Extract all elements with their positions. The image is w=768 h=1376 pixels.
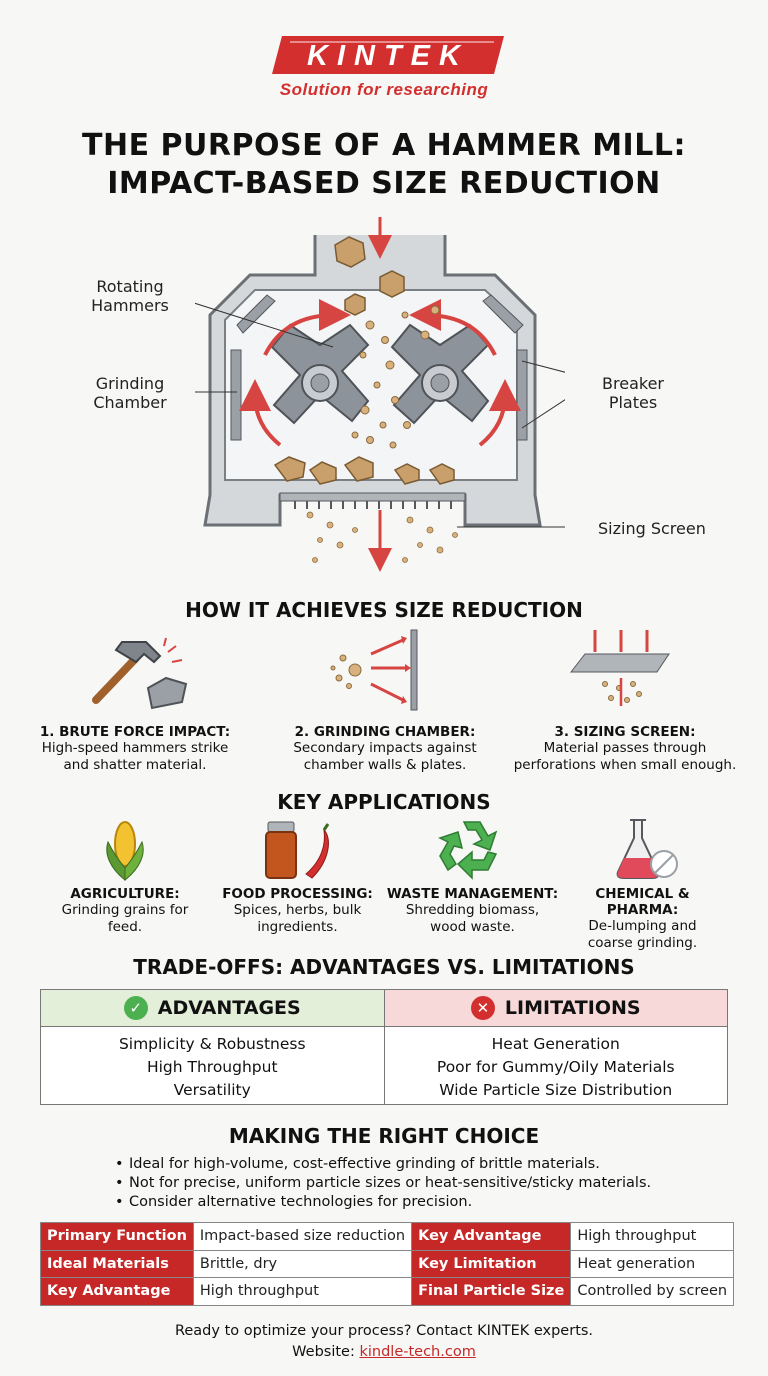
- choice-heading: MAKING THE RIGHT CHOICE: [228, 1124, 540, 1148]
- corn-icon: [106, 821, 144, 882]
- screen-icon: [569, 630, 670, 706]
- summary-table: Primary Function Impact-based size reduc…: [40, 1222, 735, 1306]
- check-circle-icon: ✓: [123, 996, 148, 1020]
- label-breaker-plates: Breaker Plates: [602, 374, 664, 412]
- recycle-icon: [438, 821, 498, 880]
- limitation-item: Wide Particle Size Distribution: [439, 1081, 673, 1099]
- bullet-item: Not for precise, uniform particle sizes …: [115, 1174, 651, 1193]
- hammer-rotor-right: [390, 323, 490, 425]
- breaker-plate-left: [230, 349, 242, 441]
- svg-text:KINTEK: KINTEK: [307, 40, 469, 72]
- step-grinding-chamber: 2. GRINDING CHAMBER: Secondary impacts a…: [293, 724, 477, 773]
- x-circle-icon: ✕: [470, 996, 495, 1020]
- limitation-item: Heat Generation: [491, 1035, 620, 1053]
- applications-heading: KEY APPLICATIONS: [277, 790, 491, 814]
- sizing-screen-grate: [279, 492, 466, 502]
- tagline: Solution for researching: [279, 80, 489, 99]
- kintek-logo: KINTEK: [272, 36, 504, 74]
- app-agriculture: AGRICULTURE: Grinding grains for feed.: [61, 886, 189, 935]
- hammer-rotor-left: [270, 323, 370, 425]
- advantage-item: High Throughput: [146, 1058, 278, 1076]
- spice-icon: [265, 821, 330, 879]
- liner-top-left: [236, 294, 276, 334]
- label-rotating-hammers: Rotating Hammers: [91, 277, 169, 315]
- advantage-item: Simplicity & Robustness: [118, 1035, 306, 1053]
- how-heading: HOW IT ACHIEVES SIZE REDUCTION: [185, 598, 583, 622]
- hammer-mill-diagram: [195, 217, 565, 572]
- page-title-line1: THE PURPOSE OF A HAMMER MILL:: [82, 128, 686, 163]
- flask-icon: [616, 819, 678, 879]
- page-title-line2: IMPACT-BASED SIZE REDUCTION: [107, 166, 661, 201]
- bullet-item: Consider alternative technologies for pr…: [115, 1193, 651, 1212]
- breaker-plate-right: [516, 349, 528, 441]
- app-food-processing: FOOD PROCESSING: Spices, herbs, bulk ing…: [222, 886, 373, 935]
- table-row: Primary Function Impact-based size reduc…: [40, 1222, 735, 1251]
- hammer-icon: [92, 637, 188, 710]
- footer-cta: Ready to optimize your process? Contact …: [174, 1323, 594, 1339]
- label-sizing-screen: Sizing Screen: [598, 519, 706, 538]
- advantages-header: ✓ ADVANTAGES: [41, 990, 384, 1027]
- choice-bullets: Ideal for high-volume, cost-effective gr…: [115, 1155, 651, 1212]
- table-row: Ideal Materials Brittle, dry Key Limitat…: [40, 1249, 735, 1278]
- bullet-item: Ideal for high-volume, cost-effective gr…: [115, 1155, 651, 1174]
- step-brute-force: 1. BRUTE FORCE IMPACT: High-speed hammer…: [39, 724, 231, 773]
- advantages-column: ✓ ADVANTAGES Simplicity & Robustness Hig…: [41, 990, 384, 1104]
- tradeoffs-heading: TRADE-OFFS: ADVANTAGES VS. LIMITATIONS: [133, 955, 635, 979]
- label-grinding-chamber: Grinding Chamber: [93, 374, 167, 412]
- liner-top-right: [482, 294, 524, 334]
- limitations-column: ✕ LIMITATIONS Heat Generation Poor for G…: [383, 990, 727, 1104]
- step-sizing-screen: 3. SIZING SCREEN: Material passes throug…: [513, 724, 737, 773]
- limitations-header: ✕ LIMITATIONS: [384, 990, 727, 1027]
- app-chemical-pharma: CHEMICAL & PHARMA: De-lumping and coarse…: [587, 886, 698, 951]
- tradeoff-table: ✓ ADVANTAGES Simplicity & Robustness Hig…: [40, 989, 728, 1105]
- impact-icon: [330, 629, 418, 711]
- advantage-item: Versatility: [173, 1081, 251, 1099]
- limitation-item: Poor for Gummy/Oily Materials: [436, 1058, 675, 1076]
- footer-website: Website: kindle-tech.com: [292, 1344, 476, 1360]
- table-row: Key Advantage High throughput Final Part…: [40, 1277, 735, 1306]
- app-waste-management: WASTE MANAGEMENT: Shredding biomass, woo…: [386, 886, 559, 935]
- website-link[interactable]: kindle-tech.com: [359, 1344, 476, 1360]
